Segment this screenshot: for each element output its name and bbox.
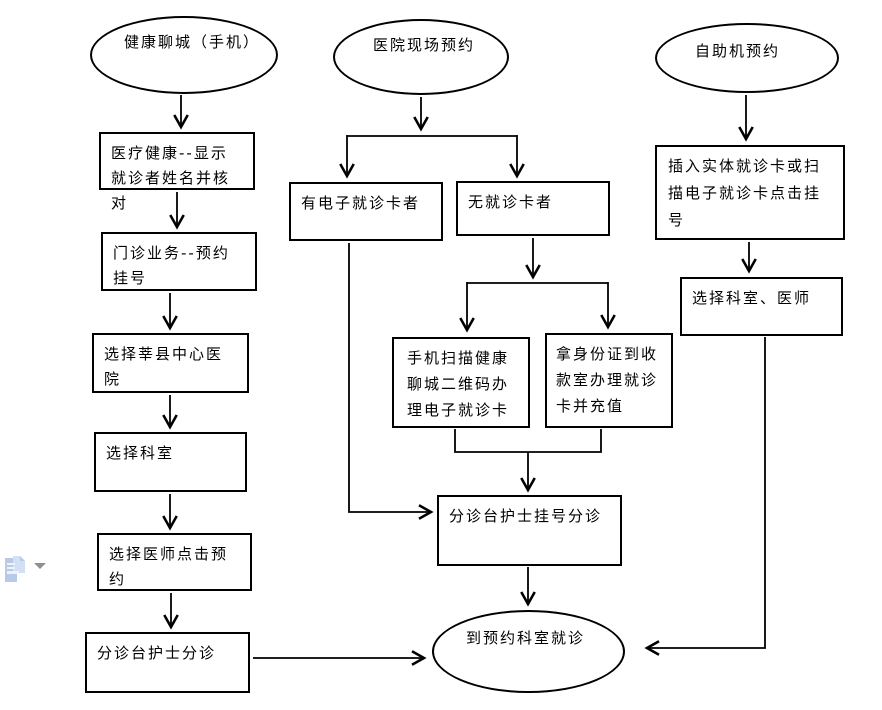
chevron-down-icon[interactable]: [34, 563, 46, 569]
node-onsite-no-card: 无就诊卡者: [456, 181, 610, 236]
node-kiosk-insert-card: 插入实体就诊卡或扫描电子就诊卡点击挂号: [655, 145, 845, 240]
node-onsite-has-ecard: 有电子就诊卡者: [289, 182, 443, 241]
paste-options-widget[interactable]: [2, 554, 46, 584]
node-onsite-triage-register: 分诊台护士挂号分诊: [437, 495, 622, 566]
node-kiosk-entry: 自助机预约: [655, 23, 839, 93]
node-mobile-outpatient-booking: 门诊业务--预约挂号: [101, 232, 257, 291]
node-mobile-select-doctor: 选择医师点击预约: [97, 533, 252, 591]
node-mobile-select-hospital: 选择莘县中心医院: [92, 333, 249, 393]
node-kiosk-select-dept-doctor: 选择科室、医师: [680, 277, 843, 336]
clipboard-paste-icon[interactable]: [2, 554, 28, 584]
node-mobile-triage-nurse: 分诊台护士分诊: [85, 632, 250, 693]
node-onsite-id-card-register: 拿身份证到收款室办理就诊卡并充值: [545, 333, 673, 428]
node-mobile-verify-name: 医疗健康--显示就诊者姓名并核对: [99, 132, 255, 212]
node-end-go-to-department: 到预约科室就诊: [432, 610, 625, 693]
node-onsite-scan-qr: 手机扫描健康聊城二维码办理电子就诊卡: [392, 337, 530, 428]
node-mobile-entry: 健康聊城（手机）: [90, 16, 278, 94]
node-mobile-select-department: 选择科室: [94, 432, 247, 492]
node-onsite-entry: 医院现场预约: [333, 19, 509, 95]
